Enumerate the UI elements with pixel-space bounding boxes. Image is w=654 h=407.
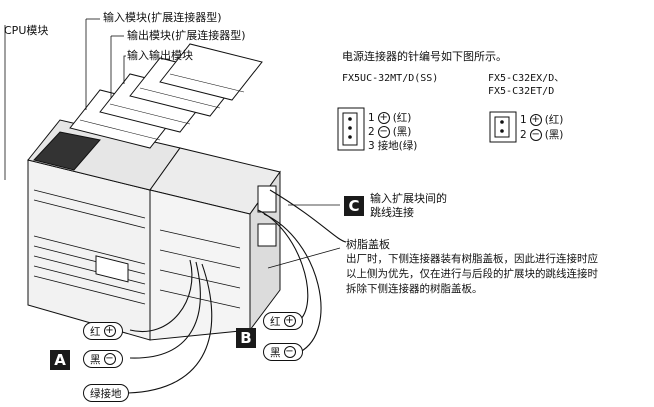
pin-number: 2 xyxy=(520,129,527,141)
pin-color: 接地(绿) xyxy=(377,140,418,152)
connector-left-diagram xyxy=(337,107,365,151)
plus-icon: + xyxy=(529,114,542,126)
wire-color-label: 黑 xyxy=(270,346,281,359)
label-cpu-module: CPU模块 xyxy=(4,24,49,37)
badge-c-line2: 跳线连接 xyxy=(370,206,414,219)
left-pin-1: 1 + (红) xyxy=(368,111,411,125)
wire-a-red: 红 + xyxy=(83,322,123,340)
minus-icon: − xyxy=(529,129,542,141)
right-model-line2: FX5-C32ET/D xyxy=(488,86,555,97)
wire-a-black: 黑 − xyxy=(83,350,123,368)
wire-b-black: 黑 − xyxy=(263,343,303,361)
badge-a: A xyxy=(50,350,70,370)
pin-number: 2 xyxy=(368,126,375,138)
minus-icon: − xyxy=(377,126,390,138)
right-model-line1: FX5-C32EX/D、 xyxy=(488,73,565,84)
resin-cover-line-1: 出厂时，下侧连接器装有树脂盖板，因此进行连接时应 xyxy=(346,253,598,265)
badge-c-line1: 输入扩展块间的 xyxy=(370,192,447,205)
pin-color: (红) xyxy=(392,112,412,124)
connector-right-diagram xyxy=(489,111,517,143)
cpu-module-body xyxy=(27,119,181,341)
label-io-module: 输入输出模块 xyxy=(127,49,193,62)
expansion-modules xyxy=(69,43,281,341)
left-pin-3: 3 接地(绿) xyxy=(368,139,417,153)
resin-cover-line-3: 拆除下侧连接器的树脂盖板。 xyxy=(346,283,483,295)
left-model-label: FX5UC-32MT/D(SS) xyxy=(342,73,439,84)
wire-color-label: 红 xyxy=(90,325,101,338)
badge-c: C xyxy=(344,196,364,216)
pin-color: (红) xyxy=(544,114,564,126)
wire-color-label: 黑 xyxy=(90,353,101,366)
resin-cover-title: 树脂盖板 xyxy=(346,238,390,251)
resin-cover-line-2: 以上侧为优先，仅在进行与后段的扩展块的跳线连接时 xyxy=(346,268,598,280)
pin-number: 1 xyxy=(368,112,375,124)
pin-color: (黑) xyxy=(392,126,412,138)
wire-color-label: 红 xyxy=(270,315,281,328)
label-input-module: 输入模块(扩展连接器型) xyxy=(103,11,222,24)
left-pin-2: 2 − (黑) xyxy=(368,125,411,139)
wire-color-label: 绿接地 xyxy=(90,387,122,400)
plus-icon: + xyxy=(283,315,296,327)
power-cables xyxy=(127,189,347,394)
wire-a-ground: 绿接地 xyxy=(83,384,129,402)
wire-b-red: 红 + xyxy=(263,312,303,330)
connector-heading: 电源连接器的针编号如下图所示。 xyxy=(342,50,507,63)
callout-leaders xyxy=(4,18,341,269)
minus-icon: − xyxy=(103,353,116,365)
right-pin-2: 2 − (黑) xyxy=(520,128,563,142)
right-pin-1: 1 + (红) xyxy=(520,113,563,127)
plus-icon: + xyxy=(377,112,390,124)
pin-color: (黑) xyxy=(544,129,564,141)
pin-number: 3 xyxy=(368,140,375,152)
badge-b: B xyxy=(236,328,256,348)
minus-icon: − xyxy=(283,346,296,358)
label-output-module: 输出模块(扩展连接器型) xyxy=(127,29,246,42)
plus-icon: + xyxy=(103,325,116,337)
pin-number: 1 xyxy=(520,114,527,126)
